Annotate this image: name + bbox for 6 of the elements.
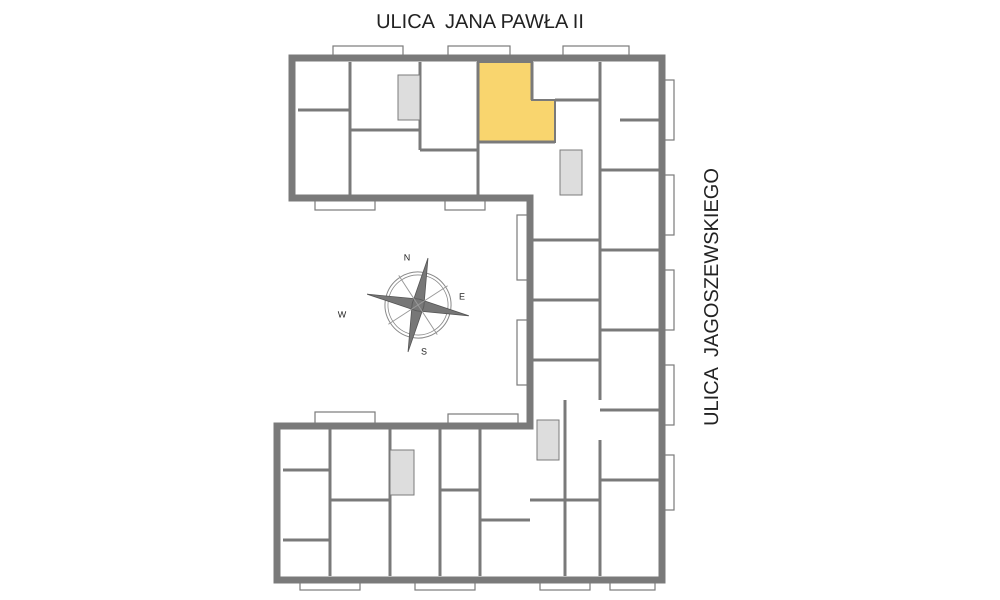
compass-letter: S — [421, 348, 427, 356]
compass-letter: W — [338, 310, 346, 320]
street-name: ULICA JANA PAWŁA II — [376, 12, 584, 32]
compass-letter: E — [459, 292, 465, 302]
compass-letter: N — [404, 254, 410, 262]
street-name: ULICA JAGOSZEWSKIEGO — [702, 168, 722, 426]
